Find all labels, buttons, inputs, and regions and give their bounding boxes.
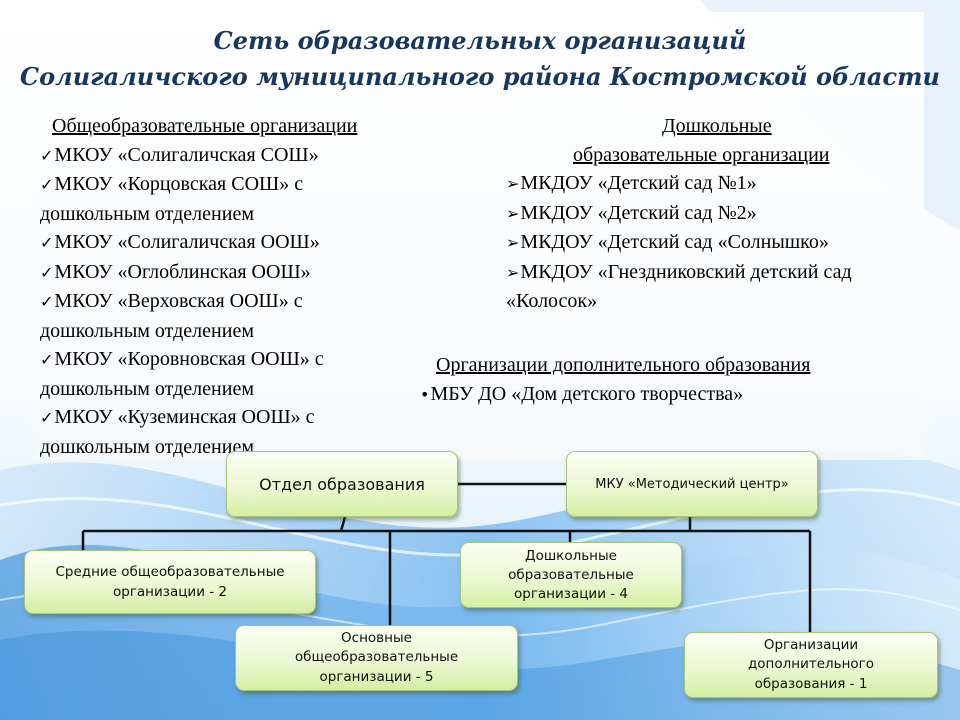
bullet-icon: ➢ bbox=[506, 203, 520, 223]
connector-department-bus bbox=[339, 516, 347, 532]
preschool-item-text: МКДОУ «Детский сад №1» bbox=[520, 172, 757, 194]
preschool-orgs-line2: образовательные bbox=[508, 566, 634, 583]
general-education-item-text: МКОУ «Коровновская ООШ» с bbox=[54, 348, 324, 370]
basic-schools-line1: Основные bbox=[341, 629, 412, 646]
preschool-item: ➢МКДОУ «Детский сад №1» bbox=[506, 169, 852, 199]
additional-education-item-text: МБУ ДО «Дом детского творчества» bbox=[430, 382, 744, 405]
general-education-item: ✓МКОУ «Куземинская ООШ» с bbox=[40, 403, 357, 433]
text-panel bbox=[36, 12, 924, 460]
preschool-item-continuation: «Колосок» bbox=[506, 290, 598, 312]
general-education-item: ✓МКОУ «Солигаличская ООШ» bbox=[40, 228, 357, 258]
basic-schools-box: Основные общеобразовательные организации… bbox=[235, 625, 518, 691]
bullet-icon: ✓ bbox=[40, 292, 54, 311]
general-education-item-text: МКОУ «Верховская ООШ» с bbox=[54, 290, 303, 312]
bullet-icon: ✓ bbox=[40, 408, 54, 427]
general-education-item-text: МКОУ «Солигаличская СОШ» bbox=[54, 143, 319, 166]
general-education-item: ✓МКОУ «Коровновская ООШ» с bbox=[40, 345, 357, 375]
general-education-item-text: МКОУ «Корцовская СОШ» с bbox=[54, 173, 304, 195]
bullet-icon: ✓ bbox=[40, 262, 54, 282]
secondary-schools-line1: Средние общеобразовательные bbox=[55, 564, 285, 580]
slide-title-line2: Солигаличского муниципального района Кос… bbox=[20, 62, 940, 91]
additional-education-heading: Организации дополнительного образования bbox=[436, 354, 811, 376]
methodical-center-label: МКУ «Методический центр» bbox=[595, 476, 789, 492]
slide-title-line1: Сеть образовательных организаций bbox=[213, 26, 747, 55]
bullet-icon: ➢ bbox=[506, 262, 520, 282]
additional-education-items: •МБУ ДО «Дом детского творчества» bbox=[420, 380, 810, 410]
general-education-item-continuation: дошкольным отделением bbox=[40, 202, 254, 225]
general-education-item: ✓МКОУ «Корцовская СОШ» с bbox=[40, 170, 357, 200]
general-education-item-text: МКОУ «Солигаличская ООШ» bbox=[54, 231, 320, 253]
additional-education-item: •МБУ ДО «Дом детского творчества» bbox=[420, 380, 810, 410]
preschool-item: ➢МКДОУ «Детский сад №2» bbox=[506, 199, 852, 229]
preschool-list: Дошкольные образовательные организации ➢… bbox=[506, 112, 852, 316]
general-education-item-continuation: дошкольным отделением bbox=[40, 435, 254, 458]
department-box: Отдел образования bbox=[226, 451, 458, 517]
general-education-item-continuation: дошкольным отделением bbox=[40, 377, 254, 400]
bullet-icon: ✓ bbox=[40, 145, 54, 165]
general-education-item: ✓МКОУ «Оглоблинская ООШ» bbox=[40, 258, 357, 288]
bullet-icon: ✓ bbox=[40, 175, 54, 194]
bullet-icon: ➢ bbox=[506, 174, 520, 193]
general-education-item-text: МКОУ «Оглоблинская ООШ» bbox=[54, 260, 311, 283]
preschool-item-text: МКДОУ «Детский сад №2» bbox=[520, 201, 757, 224]
preschool-orgs-line3: организации - 4 bbox=[513, 585, 629, 602]
methodical-center-box: МКУ «Методический центр» bbox=[566, 451, 818, 517]
preschool-heading-line1: Дошкольные bbox=[662, 115, 772, 137]
general-education-item-continuation: дошкольным отделением bbox=[40, 319, 254, 342]
bullet-icon: ✓ bbox=[40, 350, 54, 369]
general-education-item-text: МКОУ «Куземинская ООШ» с bbox=[54, 406, 315, 428]
bullet-icon: ➢ bbox=[506, 233, 520, 252]
secondary-schools-box: Средние общеобразовательные организации … bbox=[24, 550, 316, 614]
additional-orgs-line3: образования - 1 bbox=[754, 675, 868, 692]
preschool-orgs-box: Дошкольные образовательные организации -… bbox=[460, 542, 682, 608]
basic-schools-line2: общеобразовательные bbox=[294, 649, 459, 666]
preschool-item-text: МКДОУ «Детский сад «Солнышко» bbox=[520, 231, 829, 253]
basic-schools-line3: организации - 5 bbox=[319, 668, 434, 685]
preschool-orgs-line1: Дошкольные bbox=[525, 547, 617, 564]
general-education-items: ✓МКОУ «Солигаличская СОШ»✓МКОУ «Корцовск… bbox=[40, 141, 357, 462]
additional-orgs-box: Организации дополнительного образования … bbox=[684, 632, 938, 698]
preschool-heading-line2: образовательные организации bbox=[573, 143, 830, 166]
bullet-icon: ✓ bbox=[40, 233, 54, 252]
secondary-schools-line2: организации - 2 bbox=[112, 584, 228, 600]
general-education-heading: Общеобразовательные организации bbox=[52, 115, 358, 137]
preschool-item: ➢МКДОУ «Гнездниковский детский сад bbox=[506, 258, 852, 288]
bullet-icon: • bbox=[420, 384, 430, 404]
preschool-item-text: МКДОУ «Гнездниковский детский сад bbox=[520, 260, 852, 283]
department-label: Отдел образования bbox=[259, 474, 425, 494]
general-education-list: Общеобразовательные организации ✓МКОУ «С… bbox=[40, 112, 357, 461]
general-education-item: ✓МКОУ «Верховская ООШ» с bbox=[40, 287, 357, 317]
additional-orgs-line1: Организации bbox=[763, 636, 859, 653]
general-education-item: ✓МКОУ «Солигаличская СОШ» bbox=[40, 141, 357, 171]
preschool-items: ➢МКДОУ «Детский сад №1»➢МКДОУ «Детский с… bbox=[506, 169, 852, 316]
additional-orgs-line2: дополнительного bbox=[747, 656, 875, 673]
preschool-item: ➢МКДОУ «Детский сад «Солнышко» bbox=[506, 228, 852, 258]
additional-education-list: Организации дополнительного образования … bbox=[420, 351, 810, 409]
